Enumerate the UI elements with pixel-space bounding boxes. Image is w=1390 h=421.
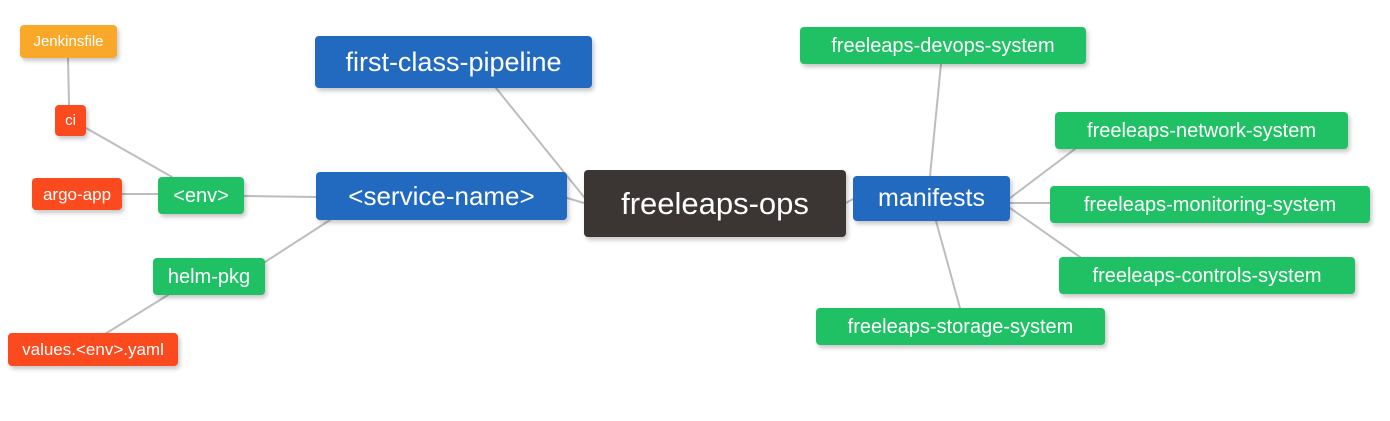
mindmap-node-devops[interactable]: freeleaps-devops-system: [800, 27, 1086, 64]
edge-service-to-helm: [264, 219, 331, 263]
mindmap-node-label: freeleaps-devops-system: [831, 34, 1055, 57]
mindmap-node-valuesyaml[interactable]: values.<env>.yaml: [8, 333, 178, 366]
mindmap-node-helm[interactable]: helm-pkg: [153, 258, 265, 295]
mindmap-node-pipeline[interactable]: first-class-pipeline: [315, 36, 592, 88]
mindmap-node-label: manifests: [878, 184, 985, 212]
mindmap-node-monitoring[interactable]: freeleaps-monitoring-system: [1050, 186, 1370, 223]
mindmap-node-env[interactable]: <env>: [158, 177, 244, 214]
edge-manifests-to-storage: [935, 220, 961, 309]
mindmap-node-label: helm-pkg: [167, 265, 251, 288]
edge-root-to-service: [566, 197, 585, 204]
mindmap-node-controls[interactable]: freeleaps-controls-system: [1059, 257, 1355, 294]
mindmap-node-label: freeleaps-storage-system: [847, 315, 1074, 338]
edge-root-to-manifests: [845, 198, 854, 204]
mindmap-node-label: freeleaps-controls-system: [1092, 264, 1322, 287]
mindmap-node-ci[interactable]: ci: [55, 105, 86, 136]
edge-ci-to-jenkinsfile: [67, 57, 70, 106]
mindmap-node-argoapp[interactable]: argo-app: [32, 178, 122, 210]
mindmap-node-network[interactable]: freeleaps-network-system: [1055, 112, 1348, 149]
mindmap-node-manifests[interactable]: manifests: [853, 176, 1010, 221]
mindmap-node-label: freeleaps-monitoring-system: [1083, 193, 1337, 216]
mindmap-node-label: <service-name>: [348, 181, 535, 211]
mindmap-node-label: values.<env>.yaml: [22, 340, 164, 359]
mindmap-node-storage[interactable]: freeleaps-storage-system: [816, 308, 1105, 345]
edge-helm-to-valuesyaml: [104, 294, 169, 335]
mindmap-node-label: freeleaps-ops: [621, 186, 809, 221]
mindmap-node-service[interactable]: <service-name>: [316, 172, 567, 220]
mindmap-node-label: argo-app: [42, 184, 112, 204]
mindmap-node-label: freeleaps-network-system: [1087, 119, 1316, 142]
mindmap-node-label: <env>: [173, 184, 229, 207]
edge-env-to-ci: [85, 127, 173, 178]
edge-service-to-env: [243, 195, 317, 198]
edge-manifests-to-devops: [929, 63, 942, 177]
mindmap-node-label: ci: [65, 112, 76, 129]
mindmap-node-label: first-class-pipeline: [345, 46, 562, 77]
mindmap-node-label: Jenkinsfile: [33, 33, 104, 50]
mindmap-node-jenkinsfile[interactable]: Jenkinsfile: [20, 25, 117, 58]
mindmap-node-root[interactable]: freeleaps-ops: [584, 170, 846, 237]
